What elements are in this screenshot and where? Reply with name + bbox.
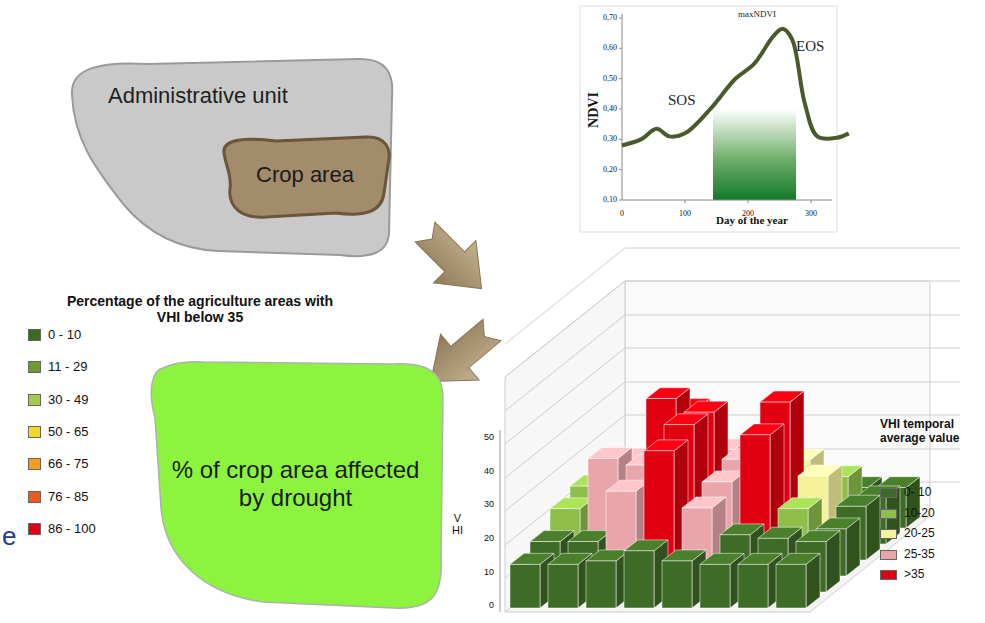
vhi-bar: [776, 553, 820, 608]
legend-label: 66 - 75: [48, 457, 88, 471]
ndvi-chart: [580, 6, 849, 232]
legend-label: 10-20: [904, 507, 935, 520]
legend-swatch: [880, 529, 897, 539]
legend-title: VHI temporal average value: [880, 418, 980, 446]
vhi-bar: [510, 553, 554, 608]
axis-tick: 0,70: [603, 13, 617, 22]
axis-tick: 100: [679, 209, 691, 218]
legend-swatch: [880, 570, 897, 580]
axis-tick: 0,60: [603, 44, 617, 53]
legend-label: >35: [904, 568, 924, 581]
legend-swatch: [28, 426, 41, 438]
vhi-bar: [624, 540, 668, 608]
legend-label: 30 - 49: [48, 392, 88, 406]
axis-tick: 40: [484, 466, 494, 476]
legend-swatch: [880, 488, 897, 498]
axis-tick: 0,10: [603, 195, 617, 204]
axis-tick: 0,20: [603, 165, 617, 174]
vhi-bar: [738, 553, 782, 608]
admin-unit-shape: Administrative unitCrop area: [58, 55, 398, 260]
vhi-bars: [510, 388, 920, 608]
crop-area-shape: Crop area: [216, 133, 394, 221]
axis-tick: 30: [484, 499, 494, 509]
node-label: % of crop area affected by drought: [161, 456, 431, 511]
legend-label: 20-25: [904, 527, 935, 540]
node-label: Administrative unit: [108, 83, 288, 108]
legend-swatch: [28, 329, 41, 341]
flow-arrow: [404, 211, 503, 310]
phase-label: SOS: [668, 92, 696, 109]
legend-swatch: [880, 550, 897, 560]
phase-label: EOS: [796, 38, 824, 55]
legend-swatch: [28, 394, 41, 406]
legend-swatch: [28, 491, 41, 503]
axis-tick: 10: [484, 567, 494, 577]
text-fragment: e: [2, 522, 16, 552]
legend-label: 25-35: [904, 548, 935, 561]
axis-tick: 0,40: [603, 104, 617, 113]
vhi-bar: [700, 553, 744, 608]
legend-label: 76 - 85: [48, 489, 88, 503]
legend-label: 0- 10: [904, 486, 931, 499]
axis-title: NDVI: [586, 92, 602, 128]
phase-label: maxNDVI: [738, 9, 776, 19]
legend-label: 50 - 65: [48, 425, 88, 439]
legend-swatch: [28, 361, 41, 373]
axis-tick: 0,30: [603, 135, 617, 144]
vhi-bar: [548, 553, 592, 608]
axis-tick: 300: [805, 209, 817, 218]
axis-tick: 20: [484, 533, 494, 543]
axis-title: VHI: [452, 512, 463, 536]
legend-label: 11 - 29: [48, 360, 88, 374]
legend-label: 86 - 100: [48, 522, 96, 536]
legend-label: 0 - 10: [48, 328, 81, 342]
legend-title: Percentage of the agriculture areas with…: [66, 293, 334, 325]
axis-title: Day of the year: [716, 214, 788, 227]
vhi-bar: [662, 550, 706, 608]
vhi-bar: [586, 550, 630, 608]
axis-tick: 0,50: [603, 74, 617, 83]
legend-swatch: [880, 509, 897, 519]
node-label: Crop area: [256, 162, 354, 187]
legend-swatch: [28, 458, 41, 470]
legend-swatch: [28, 523, 41, 535]
axis-tick: 0: [489, 600, 494, 610]
drought-area-shape: % of crop area affected by drought: [143, 358, 448, 613]
ndvi-curve: [622, 29, 849, 146]
axis-tick: 0: [620, 209, 624, 218]
axis-tick: 50: [484, 432, 494, 442]
